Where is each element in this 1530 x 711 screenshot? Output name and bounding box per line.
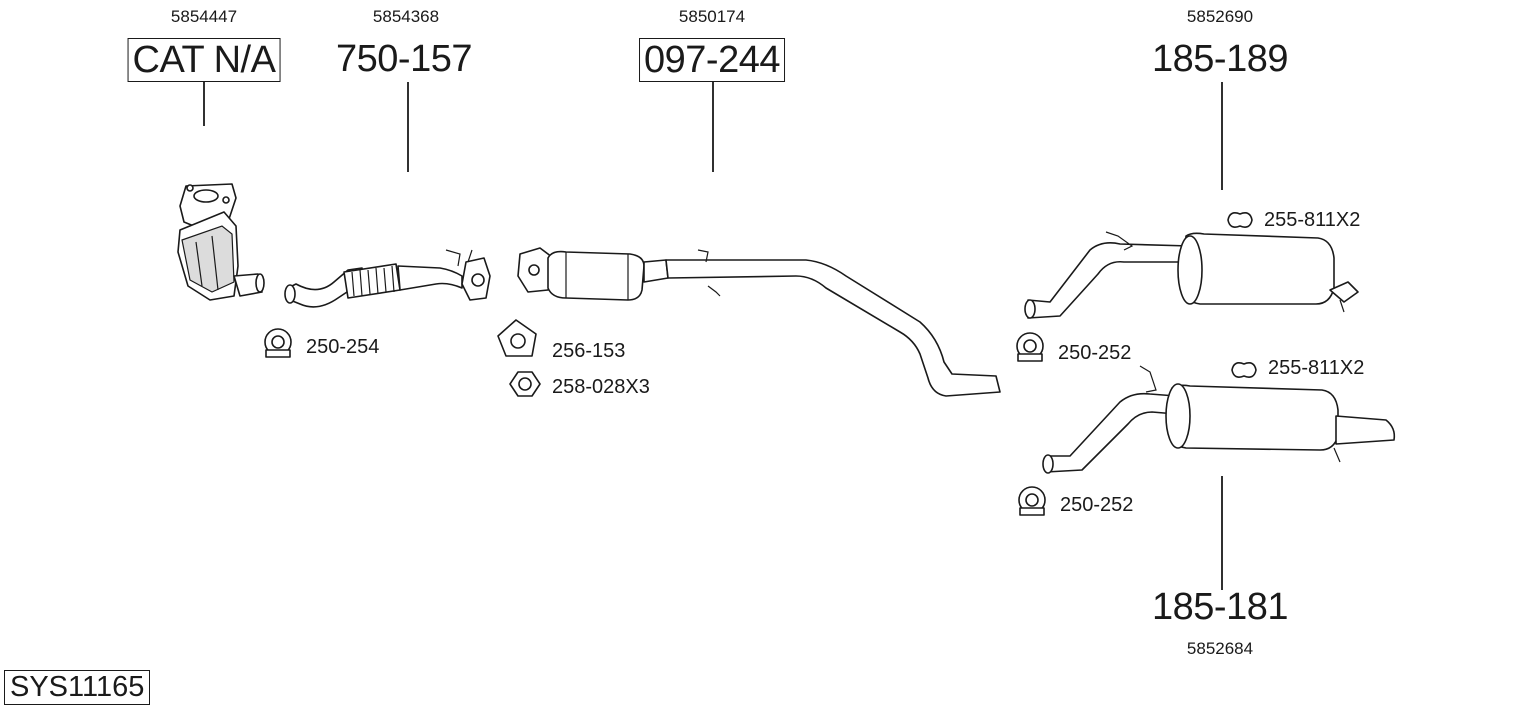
rubber-mount-icon xyxy=(1231,362,1257,378)
part-ref-front-pipe: 750-157 xyxy=(336,38,472,80)
accessory-ref-rubber-mount-upper: 255-811X2 xyxy=(1264,209,1361,231)
system-id-label: SYS11165 xyxy=(4,670,151,705)
front-pipe-drawing xyxy=(284,249,491,308)
rubber-mount-icon xyxy=(1227,212,1253,228)
oem-number-rear-silencer-lower: 5852684 xyxy=(1186,639,1254,658)
accessory-ref-clamp-upper: 250-252 xyxy=(1058,342,1132,364)
clamp-icon xyxy=(1016,332,1044,362)
oem-number-rear-silencer-upper: 5852690 xyxy=(1186,7,1254,26)
clamp-icon xyxy=(1018,486,1046,516)
part-ref-catalyst: CAT N/A xyxy=(127,38,281,82)
clamp-icon xyxy=(264,328,292,358)
part-ref-rear-silencer-upper: 185-189 xyxy=(1152,38,1288,80)
oem-number-catalyst: 5854447 xyxy=(170,7,238,26)
oem-number-middle-silencer: 5850174 xyxy=(678,7,746,26)
accessory-ref-rubber-mount-lower: 255-811X2 xyxy=(1268,357,1365,379)
catalytic-converter-drawing xyxy=(177,183,265,301)
accessory-ref-nut: 258-028X3 xyxy=(552,376,650,398)
rear-silencer-upper-drawing xyxy=(1024,231,1359,319)
nut-icon xyxy=(509,371,541,397)
middle-silencer-drawing xyxy=(517,247,1001,397)
rear-silencer-lower-drawing xyxy=(1042,365,1396,474)
gasket-icon xyxy=(497,319,537,357)
accessory-ref-gasket: 256-153 xyxy=(552,340,626,362)
accessory-ref-clamp-front: 250-254 xyxy=(306,336,380,358)
part-ref-middle-silencer: 097-244 xyxy=(639,38,785,82)
part-ref-rear-silencer-lower: 185-181 xyxy=(1152,586,1288,628)
accessory-ref-clamp-lower: 250-252 xyxy=(1060,494,1134,516)
oem-number-front-pipe: 5854368 xyxy=(372,7,440,26)
